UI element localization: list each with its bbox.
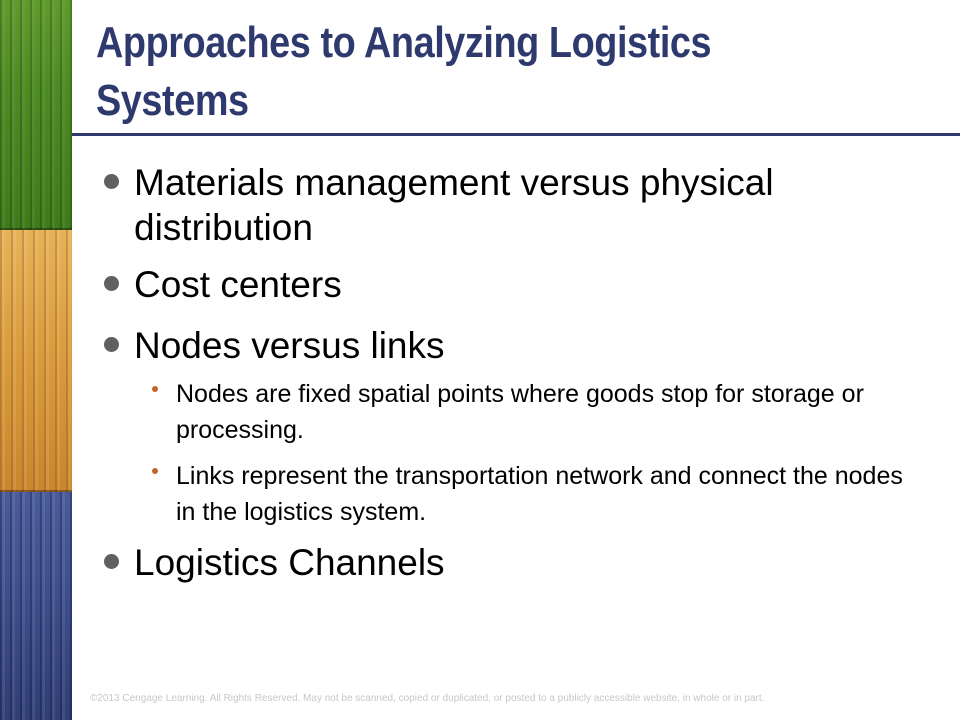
bullet-text: Cost centers: [134, 264, 342, 305]
bullet-text: Nodes versus links: [134, 325, 445, 366]
sub-bullet-list: Nodes are fixed spatial points where goo…: [134, 376, 920, 530]
bullet-text: Materials management versus physical dis…: [134, 162, 774, 248]
slide-body: Materials management versus physical dis…: [100, 160, 920, 585]
bullet-item: Logistics Channels: [100, 540, 920, 585]
bullet-list: Materials management versus physical dis…: [100, 160, 920, 585]
sub-bullet-dot-icon: [152, 468, 158, 474]
sub-bullet-item: Nodes are fixed spatial points where goo…: [134, 376, 920, 448]
sub-bullet-dot-icon: [152, 386, 158, 392]
orange-container-stack: [0, 230, 72, 492]
bullet-dot-icon: [104, 337, 119, 352]
sub-bullet-text: Links represent the transportation netwo…: [176, 462, 903, 526]
title-underline: [72, 133, 960, 136]
copyright-footer: ©2013 Cengage Learning. All Rights Reser…: [90, 693, 765, 704]
bullet-item: Cost centers: [100, 262, 920, 307]
bullet-dot-icon: [104, 554, 119, 569]
bullet-item: Nodes versus links Nodes are fixed spati…: [100, 323, 920, 530]
green-container-stack: [0, 0, 72, 230]
sub-bullet-item: Links represent the transportation netwo…: [134, 458, 920, 530]
blue-container-stack: [0, 492, 72, 720]
bullet-text: Logistics Channels: [134, 542, 445, 583]
slide-title: Approaches to Analyzing Logistics System…: [96, 18, 712, 125]
sub-bullet-text: Nodes are fixed spatial points where goo…: [176, 380, 864, 444]
bullet-item: Materials management versus physical dis…: [100, 160, 920, 250]
decorative-side-image: [0, 0, 72, 720]
bullet-dot-icon: [104, 174, 119, 189]
bullet-dot-icon: [104, 276, 119, 291]
